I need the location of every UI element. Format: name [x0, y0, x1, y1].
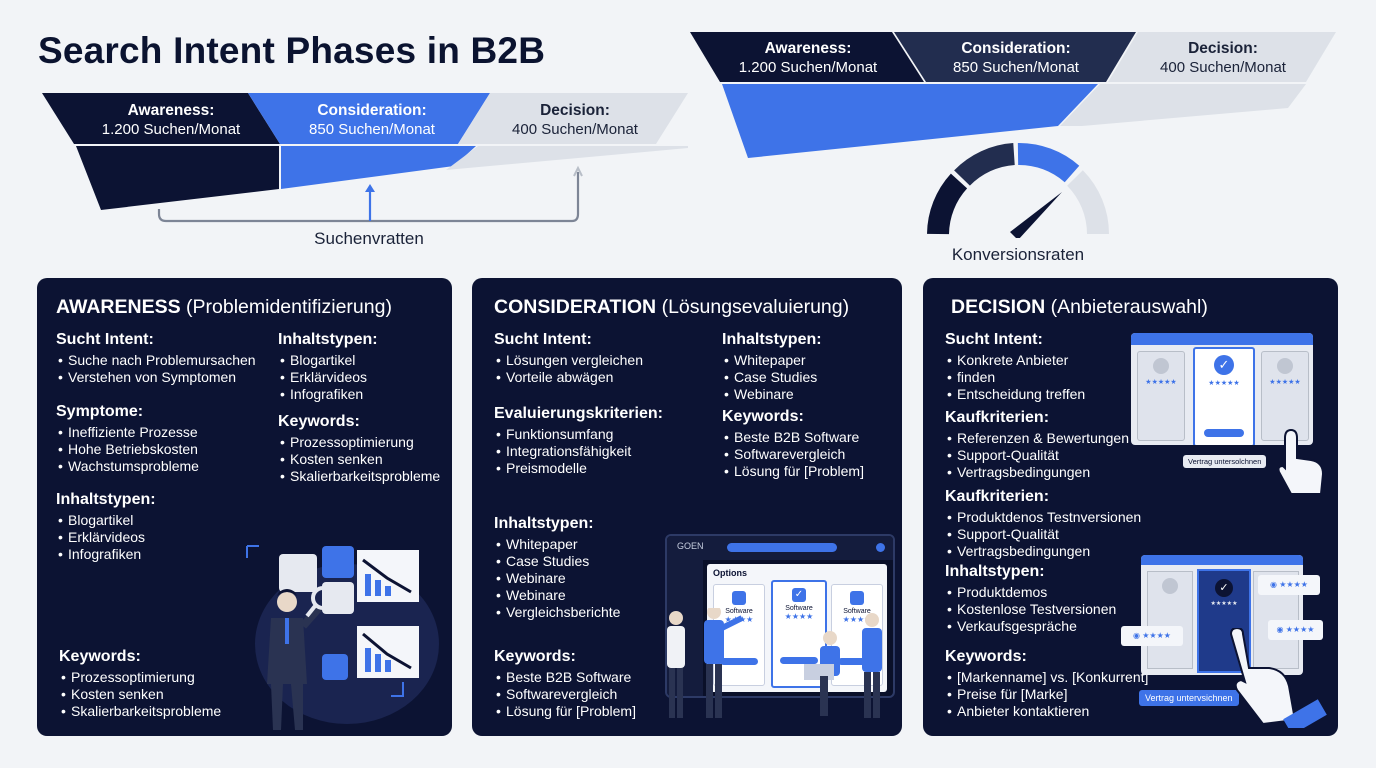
software-card-button[interactable] [780, 657, 818, 664]
gauge-caption: Konversionsraten [951, 245, 1085, 264]
person-icon [667, 611, 685, 718]
hand-pointer-icon [1229, 628, 1327, 728]
sign-contract-button[interactable]: Vertrag untersolchnen [1183, 455, 1267, 468]
consideration-content-types: Inhaltstypen: WhitepaperCase StudiesWebi… [494, 515, 620, 621]
screen-logo: GOEN [677, 541, 704, 551]
person-icon [862, 613, 882, 718]
funnel-right-decision-header [1108, 32, 1336, 82]
funnel-left-decision-bar [446, 146, 688, 170]
review-bubble-1: ◉ ★★★★ [1258, 575, 1320, 595]
rating-stars-icon: ★★★★★ [1208, 380, 1240, 387]
avatar [1277, 358, 1293, 374]
funnel-left [42, 93, 688, 223]
consideration-content-types-2: Inhaltstypen: WhitepaperCase StudiesWebi… [722, 331, 822, 403]
software-card-button[interactable] [720, 658, 758, 665]
decision-purchase-criteria-2: Kaufkriterien: Produktdenos Testnversion… [945, 488, 1141, 560]
card-decision-title: DECISION (Anbieterauswahl) [951, 296, 1208, 318]
awareness-content-types-2: Inhaltstypen: BlogartikelErklärvideosInf… [278, 331, 378, 403]
avatar [1153, 358, 1169, 374]
funnel-right-consideration: Consideration:850 Suchen/Monat [953, 40, 1079, 76]
rating-stars-icon: ★★★★ [842, 615, 872, 624]
consideration-keywords-2: Keywords: Beste B2B SoftwareSoftwareverg… [722, 408, 864, 480]
card-consideration-title: CONSIDERATION (Lösungsevaluierung) [494, 296, 850, 318]
card-awareness-title: AWARENESS (Problemidentifizierung) [56, 296, 392, 318]
team-illustration [667, 608, 882, 718]
person-icon [804, 631, 840, 716]
decision-purchase-criteria: Kaufkriterien: Referenzen & BewertungenS… [945, 409, 1129, 481]
review-bubble-3: ◉ ★★★★ [1121, 626, 1183, 646]
software-icon [732, 591, 746, 605]
select-vendor-button[interactable] [1204, 429, 1244, 437]
software-card-label: Software [785, 605, 813, 612]
review-bubble-2: ◉ ★★★★ [1268, 620, 1323, 640]
funnel-left-caption: Suchenvratten [314, 229, 424, 248]
card-decision: DECISION (Anbieterauswahl) Sucht Intent:… [923, 278, 1338, 736]
funnel-left-decision-header [458, 93, 688, 144]
card-consideration: CONSIDERATION (Lösungsevaluierung) Sucht… [472, 278, 902, 736]
rating-stars-icon: ★★★★★ [1145, 379, 1177, 386]
rating-stars-icon: ★★★★ [784, 612, 814, 621]
awareness-symptoms: Symptome: Ineffiziente ProzesseHohe Betr… [56, 403, 199, 475]
funnel-left-consideration-bar [281, 146, 476, 189]
window-titlebar [1131, 333, 1313, 345]
screen-options-heading: Options [713, 568, 747, 578]
software-card-label: Software [843, 608, 871, 615]
check-icon: ✓ [1215, 579, 1233, 597]
software-card-button[interactable] [838, 658, 876, 665]
funnel-right-decision: Decision:400 Suchen/Monat [1160, 40, 1286, 76]
funnel-right [690, 32, 1336, 238]
consideration-criteria: Evaluierungskriterien: FunktionsumfangIn… [494, 405, 663, 477]
funnel-left-awareness: Awareness:1.200 Suchen/Monat [101, 102, 241, 138]
funnel-left-consideration: Consideration:850 Suchen/Monat [309, 102, 435, 138]
funnel-left-consideration-header [248, 93, 490, 144]
card-awareness: AWARENESS (Problemidentifizierung) Sucht… [37, 278, 452, 736]
software-icon [850, 591, 864, 605]
window-titlebar [1141, 555, 1303, 565]
rating-stars-icon: ★★★★★ [1210, 601, 1238, 607]
funnel-right-blue-bar [722, 84, 1098, 158]
chart-down-icon [357, 550, 419, 678]
funnel-right-gray-bar [1060, 84, 1306, 126]
funnel-left-awareness-bar [76, 146, 279, 210]
gauge-icon [927, 143, 1109, 238]
contract-card-1[interactable] [1147, 571, 1193, 669]
decision-content-types: Inhaltstypen: ProduktdemosKostenlose Tes… [945, 563, 1116, 635]
consideration-keywords: Keywords: Beste B2B SoftwareSoftwareverg… [494, 648, 636, 720]
awareness-illustration [246, 545, 439, 730]
funnel-left-awareness-header [42, 93, 280, 144]
funnel-left-decision: Decision:400 Suchen/Monat [512, 102, 638, 138]
awareness-search-intent: Sucht Intent: Suche nach Problemursachen… [56, 331, 256, 386]
software-options-screen: GOEN Options Software ★★★★ ✓ Software ★★… [665, 534, 895, 698]
awareness-keywords-2: Keywords: ProzessoptimierungKosten senke… [278, 413, 440, 485]
funnel-right-awareness-header [690, 32, 924, 82]
avatar [1162, 578, 1178, 594]
vendor-card-1[interactable]: ★★★★★ [1137, 351, 1185, 441]
decision-comparison-window: ★★★★★ ✓ ★★★★★ ★★★★★ [1131, 333, 1313, 445]
person-icon [704, 608, 744, 718]
screen-user-icon [876, 543, 885, 552]
rating-stars-icon: ★★★★★ [1269, 379, 1301, 386]
consideration-search-intent: Sucht Intent: Lösungen vergleichenVortei… [494, 331, 643, 386]
hand-pointer-icon [1277, 428, 1325, 495]
screen-content: Options Software ★★★★ ✓ Software ★★★★ So… [707, 564, 887, 692]
funnel-left-arrow-icon [365, 184, 375, 192]
vendor-card-2[interactable]: ✓ ★★★★★ [1193, 347, 1255, 445]
awareness-content-types: Inhaltstypen: BlogartikelErklärvideosInf… [56, 491, 156, 563]
page-title: Search Intent Phases in B2B [38, 30, 546, 71]
sign-contract-button-2[interactable]: Vertrag untervsichnen [1139, 690, 1239, 706]
vendor-card-3[interactable]: ★★★★★ [1261, 351, 1309, 441]
check-icon: ✓ [792, 588, 806, 602]
gauge-needle [1010, 192, 1062, 238]
screen-search-bar [727, 543, 837, 552]
check-icon: ✓ [1214, 355, 1234, 375]
software-card-label: Software [725, 608, 753, 615]
funnel-right-consideration-header [894, 32, 1136, 82]
decision-keywords: Keywords: [Markenname] vs. [Konkurrent]P… [945, 648, 1148, 720]
businessman-icon [267, 589, 322, 730]
decision-search-intent: Sucht Intent: Konkrete AnbieterfindenEnt… [945, 331, 1085, 403]
funnel-right-awareness: Awareness:1.200 Suchen/Monat [738, 40, 878, 76]
awareness-keywords: Keywords: ProzessoptimierungKosten senke… [59, 648, 221, 720]
magnifier-icon [305, 586, 335, 618]
